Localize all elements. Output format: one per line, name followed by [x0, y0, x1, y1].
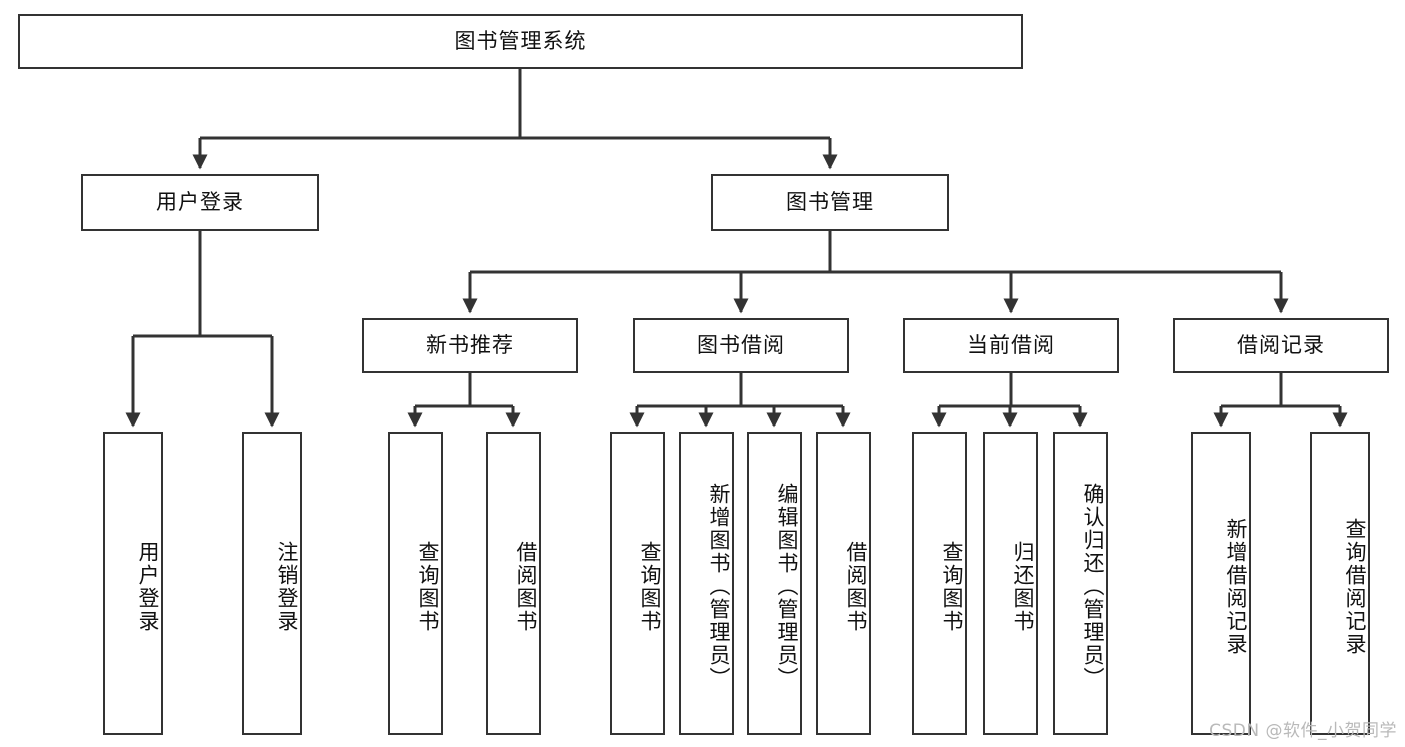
node-level3-book-borrow[interactable]: 图书借阅 — [633, 318, 849, 373]
leaf-node[interactable]: 注销登录 — [242, 432, 302, 735]
node-level3-borrow-record[interactable]: 借阅记录 — [1173, 318, 1389, 373]
leaf-node[interactable]: 新增借阅记录 — [1191, 432, 1251, 735]
node-level3-new-book-recommend[interactable]: 新书推荐 — [362, 318, 578, 373]
leaf-node[interactable]: 借阅图书 — [486, 432, 541, 735]
leaf-node[interactable]: 新增图书（管理员） — [679, 432, 734, 735]
leaf-node[interactable]: 借阅图书 — [816, 432, 871, 735]
leaf-node[interactable]: 用户登录 — [103, 432, 163, 735]
node-level3-current-borrow[interactable]: 当前借阅 — [903, 318, 1119, 373]
leaf-node[interactable]: 查询借阅记录 — [1310, 432, 1370, 735]
csdn-watermark: CSDN @软件_小贺同学 — [1209, 721, 1397, 741]
node-level2-book-management[interactable]: 图书管理 — [711, 174, 949, 231]
leaf-node[interactable]: 编辑图书（管理员） — [747, 432, 802, 735]
node-root[interactable]: 图书管理系统 — [18, 14, 1023, 69]
leaf-node[interactable]: 归还图书 — [983, 432, 1038, 735]
leaf-node[interactable]: 查询图书 — [610, 432, 665, 735]
node-level2-user-login[interactable]: 用户登录 — [81, 174, 319, 231]
leaf-node[interactable]: 查询图书 — [388, 432, 443, 735]
leaf-node[interactable]: 查询图书 — [912, 432, 967, 735]
leaf-node[interactable]: 确认归还（管理员） — [1053, 432, 1108, 735]
